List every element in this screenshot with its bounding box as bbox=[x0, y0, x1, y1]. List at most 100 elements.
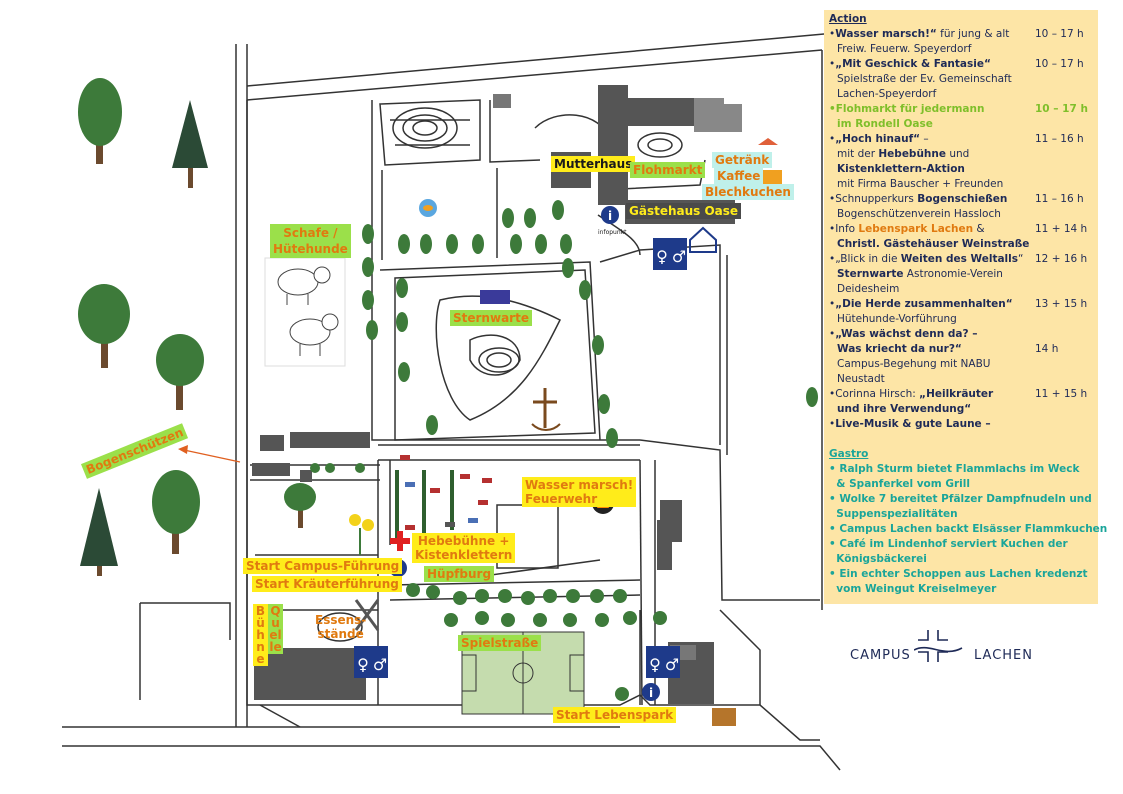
info-icon: i bbox=[601, 206, 619, 224]
event-text: •„Die Herde zusammenhalten“ bbox=[829, 298, 1013, 310]
event-text: Kistenklettern-Aktion bbox=[837, 163, 965, 175]
event-line: Hütehunde-Vorführung bbox=[829, 312, 1093, 327]
campus-lachen-logo: CAMPUS LACHEN bbox=[848, 628, 1048, 672]
event-item: •„Was wächst denn da? –Was kriecht da nu… bbox=[829, 327, 1093, 387]
tree-icon bbox=[78, 284, 130, 368]
event-line: Spielstraße der Ev. Gemeinschaft bbox=[829, 72, 1093, 87]
label-buehne: Bühne bbox=[253, 604, 268, 666]
label-schafe: Schafe / Hütehunde bbox=[270, 224, 351, 258]
action-title: Action bbox=[829, 13, 867, 25]
event-hours bbox=[1035, 87, 1093, 102]
tree-icon bbox=[78, 78, 122, 164]
label-kaffee: Kaffee bbox=[714, 168, 764, 184]
event-line: Campus-Begehung mit NABU Neustadt bbox=[829, 357, 1093, 387]
event-line: mit der Hebebühne und bbox=[829, 147, 1093, 162]
tree-icon bbox=[156, 334, 204, 410]
event-hours: 11 – 16 h bbox=[1035, 193, 1084, 205]
label-quelle: Quelle bbox=[268, 604, 283, 654]
event-text: Was kriecht da nur?“ bbox=[837, 343, 962, 355]
event-line: Sternwarte Astronomie-Verein Deidesheim bbox=[829, 267, 1093, 297]
event-hours bbox=[1035, 417, 1093, 432]
event-hours bbox=[1035, 357, 1093, 387]
event-hours bbox=[1035, 207, 1093, 222]
event-line: •Info Lebenspark Lachen &11 + 14 h bbox=[829, 222, 1093, 237]
telescope-icon bbox=[480, 290, 510, 304]
event-hours: 10 – 17 h bbox=[1035, 58, 1084, 70]
label-hebe-line1: Hebebühne + bbox=[417, 534, 510, 548]
event-text: Christl. Gästehäuser Weinstraße bbox=[837, 238, 1030, 250]
event-text: Freiw. Feuerw. Speyerdorf bbox=[837, 43, 972, 55]
event-hours bbox=[1035, 327, 1093, 342]
fountain-icon bbox=[712, 708, 736, 726]
tree-icon bbox=[172, 100, 208, 188]
event-text: mit der Hebebühne und bbox=[837, 148, 970, 160]
event-hours bbox=[1035, 267, 1093, 297]
label-gaestehaus-oase: Gästehaus Oase bbox=[626, 203, 742, 219]
label-getraenk: Getränk bbox=[712, 152, 773, 168]
house-icon bbox=[689, 226, 717, 253]
svg-text:♀: ♀ bbox=[656, 247, 668, 266]
event-line: •„Mit Geschick & Fantasie“10 – 17 h bbox=[829, 57, 1093, 72]
event-text: •Info Lebenspark Lachen & bbox=[829, 223, 985, 235]
rondells bbox=[317, 107, 683, 642]
gastro-item: • Wolke 7 bereitet Pfälzer Dampfnudeln u… bbox=[829, 493, 1092, 505]
label-huepfburg: Hüpfburg bbox=[424, 566, 495, 582]
event-line: •„Hoch hinauf“ –11 – 16 h bbox=[829, 132, 1093, 147]
event-text: •Flohmarkt für jedermann bbox=[829, 103, 985, 115]
event-line: •„Blick in die Weiten des Weltalls“12 + … bbox=[829, 252, 1093, 267]
cutlery-icon bbox=[354, 599, 380, 631]
event-line: •„Was wächst denn da? – bbox=[829, 327, 1093, 342]
event-line: und ihre Verwendung“ bbox=[829, 402, 1093, 417]
event-text: •Wasser marsch!“ für jung & alt bbox=[829, 28, 1010, 40]
event-text: •Live-Musik & gute Laune – bbox=[829, 418, 991, 430]
first-aid-icon bbox=[390, 531, 410, 551]
label-hebe-line2: Kistenklettern bbox=[415, 548, 513, 562]
label-wasser-line2: Feuerwehr bbox=[525, 492, 598, 506]
event-text: Hütehunde-Vorführung bbox=[837, 313, 957, 325]
label-essen-line1: Essens- bbox=[315, 613, 367, 627]
gastro-list: • Ralph Sturm bietet Flammlachs im Weck … bbox=[829, 462, 1108, 597]
label-schafe-line2: Hütehunde bbox=[273, 242, 348, 256]
label-start-kraeuterfuehrung: Start Kräuterführung bbox=[252, 576, 402, 592]
event-hours bbox=[1035, 402, 1093, 417]
label-wasser-marsch: Wasser marsch! Feuerwehr bbox=[522, 477, 637, 507]
gastro-item: • Café im Lindenhof serviert Kuchen der bbox=[829, 538, 1068, 550]
program-panel: Action •Wasser marsch!“ für jung & alt 10… bbox=[824, 10, 1108, 604]
event-text: mit Firma Bauscher + Freunden bbox=[837, 178, 1004, 190]
event-hours bbox=[1035, 162, 1093, 177]
svg-text:♂: ♂ bbox=[373, 655, 387, 674]
event-line: Kistenklettern-Aktion bbox=[829, 162, 1093, 177]
event-text: Campus-Begehung mit NABU Neustadt bbox=[837, 358, 991, 385]
event-hours: 14 h bbox=[1035, 343, 1059, 355]
label-start-lebenspark: Start Lebenspark bbox=[553, 707, 677, 723]
gastro-item: & Spanferkel vom Grill bbox=[829, 478, 970, 490]
event-hours bbox=[1035, 42, 1093, 57]
toilet-icon: ♀♂ bbox=[653, 238, 687, 270]
sheep-picture bbox=[264, 257, 346, 367]
event-hours: 12 + 16 h bbox=[1035, 253, 1088, 265]
event-hours bbox=[1035, 177, 1093, 192]
label-wasser-line1: Wasser marsch! bbox=[525, 478, 634, 492]
event-text: im Rondell Oase bbox=[837, 118, 933, 130]
event-text: •Corinna Hirsch: „Heilkräuter bbox=[829, 388, 994, 400]
event-text: Bogenschützenverein Hassloch bbox=[837, 208, 1001, 220]
event-item: •„Blick in die Weiten des Weltalls“12 + … bbox=[829, 252, 1093, 297]
gastro-item: • Campus Lachen backt Elsässer Flammkuch… bbox=[829, 523, 1108, 535]
event-list: •Wasser marsch!“ für jung & alt 10 – 17 h… bbox=[829, 27, 1093, 432]
label-essen-line2: stände bbox=[317, 627, 364, 641]
label-schafe-line1: Schafe / bbox=[283, 226, 338, 240]
event-item: •Live-Musik & gute Laune – bbox=[829, 417, 1093, 432]
event-hours bbox=[1035, 72, 1093, 87]
cross-icon bbox=[531, 388, 561, 431]
